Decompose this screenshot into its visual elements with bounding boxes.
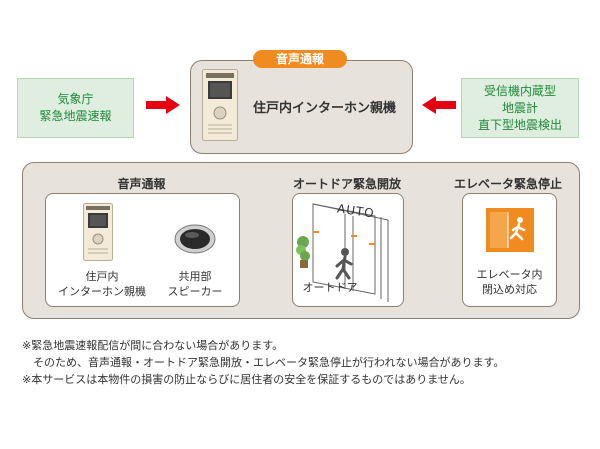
elevator-section-title: エレベータ緊急停止 — [453, 177, 562, 191]
note-line-3: ※本サービスは本物件の損害の防止ならびに居住者の安全を保証するものではありません… — [22, 373, 471, 386]
seismometer-line1: 受信機内蔵型 — [483, 83, 556, 98]
seismometer-line2: 地震計 — [501, 100, 538, 115]
elevator-section-card: エレベータ内 閉込め対応 — [462, 193, 557, 307]
elevator-caption-line2: 閉込め対応 — [482, 283, 537, 296]
speaker-icon — [174, 224, 216, 254]
note-line-2: そのため、音声通報・オートドア緊急開放・エレベータ緊急停止が行われない場合があり… — [33, 356, 505, 369]
seismometer-line3: 直下型地震検出 — [477, 117, 562, 132]
speaker-caption: 共用部 スピーカー — [158, 269, 232, 299]
intercom-small-icon — [83, 203, 113, 261]
intercom-caption-line1: 住戸内 — [85, 270, 119, 283]
autodoor-section-title: オートドア緊急開放 — [292, 177, 401, 191]
note-line-1: ※緊急地震速報配信が間に合わない場合があります。 — [22, 339, 284, 352]
arrow-right-icon — [146, 96, 180, 114]
intercom-device-icon — [202, 69, 238, 141]
elevator-caption-line1: エレベータ内 — [476, 268, 543, 281]
arrow-left-icon — [422, 96, 456, 114]
speaker-caption-line1: 共用部 — [178, 270, 212, 283]
jma-source-line2: 緊急地震速報 — [39, 109, 112, 123]
seismometer-source-box: 受信機内蔵型 地震計 直下型地震検出 — [461, 78, 579, 138]
intercom-main-label: 住戸内インターホン親機 — [253, 101, 397, 116]
intercom-caption-line2: インターホン親機 — [58, 285, 146, 298]
voice-notify-badge: 音声通報 — [253, 50, 347, 68]
autodoor-caption: オートドア — [302, 281, 358, 294]
voice-section-title: 音声通報 — [117, 177, 166, 191]
intercom-caption: 住戸内 インターホン親機 — [52, 269, 152, 299]
speaker-caption-line2: スピーカー — [167, 285, 223, 298]
autodoor-section-card: AUTO オートドア — [292, 193, 404, 307]
autodoor-illustration-icon — [296, 203, 389, 302]
jma-source-box: 気象庁 緊急地震速報 — [17, 78, 134, 138]
voice-section-card: 住戸内 インターホン親機 共用部 スピーカー — [45, 193, 240, 307]
elevator-caption: エレベータ内 閉込め対応 — [465, 267, 554, 297]
elevator-exit-icon — [486, 208, 534, 252]
intercom-main-box: 住戸内インターホン親機 — [190, 60, 413, 154]
jma-source-line1: 気象庁 — [57, 92, 94, 106]
